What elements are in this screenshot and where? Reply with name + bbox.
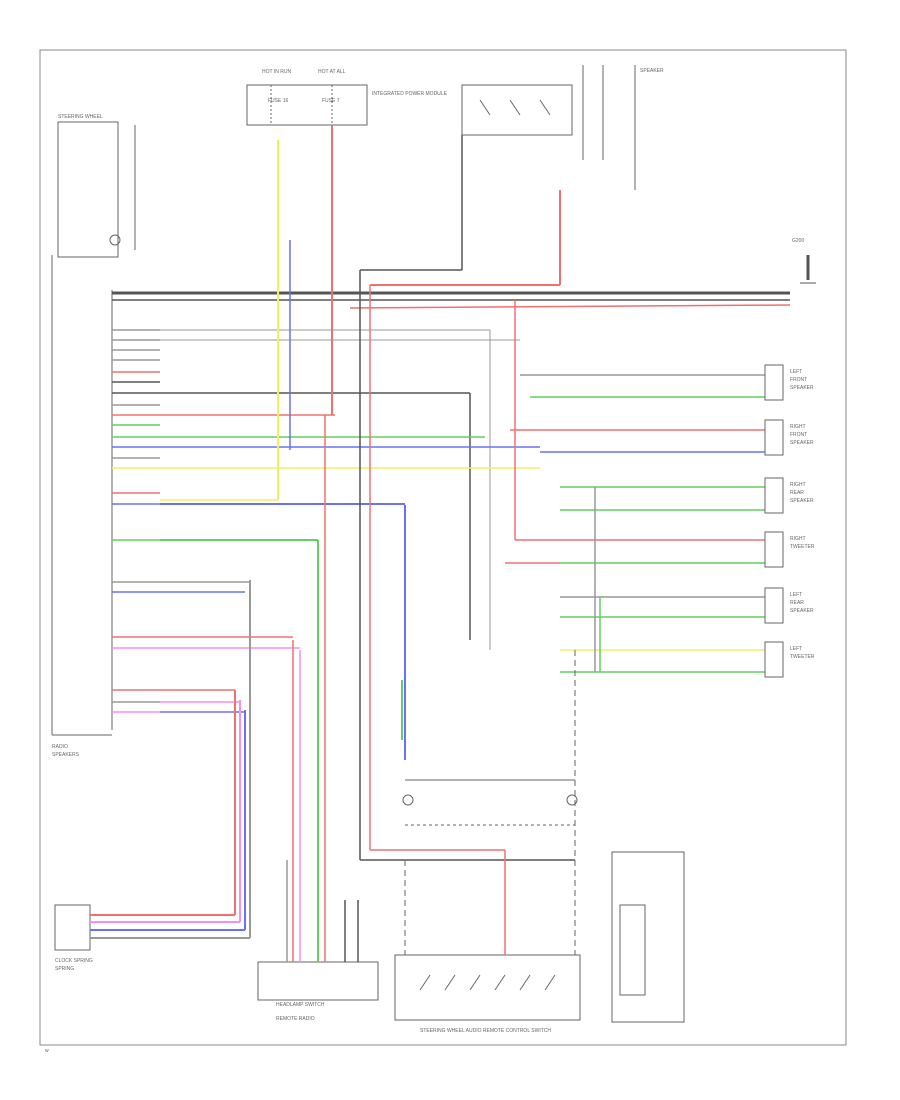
fuse-block-label: INTEGRATED POWER MODULE [372, 91, 448, 97]
headlamp-switch-sub: REMOTE RADIO [276, 1016, 315, 1022]
ground-label: G200 [792, 238, 804, 244]
speaker-label: SPEAKER [790, 440, 814, 446]
wire-group [112, 300, 765, 713]
radio-label: RADIO [52, 744, 68, 750]
headlamp-switch-label: HEADLAMP SWITCH [276, 1002, 325, 1008]
speaker-4 [764, 587, 784, 624]
speaker-group: LEFT FRONT SPEAKER RIGHT FRONT SPEAKER RIGHT RE… [764, 364, 815, 678]
right-bottom-comp [611, 851, 685, 1023]
footer-mark: w [45, 1048, 49, 1054]
speaker-2 [764, 477, 784, 514]
left-switch-label: STEERING WHEEL [58, 114, 103, 120]
wire-red-top [349, 304, 791, 309]
fuse-block: HOT IN RUN HOT AT ALL FUSE 16 FUSE 7 INT… [246, 69, 448, 126]
left-switch [57, 121, 136, 258]
headlamp-switch [257, 961, 379, 1001]
speaker-label: TWEETER [790, 654, 815, 660]
right-top-label: SPEAKER [640, 68, 664, 74]
fuse-a-label: HOT IN RUN [262, 69, 291, 75]
remote-switch [394, 954, 581, 1021]
fuse-a: FUSE 16 [268, 98, 289, 104]
diagram-frame [39, 49, 847, 1046]
top-switch-group [461, 65, 636, 190]
speaker-label: RIGHT [790, 536, 806, 542]
speaker-label: REAR [790, 600, 804, 606]
fuse-b: FUSE 7 [322, 98, 340, 104]
speaker-label: LEFT [790, 369, 802, 375]
speaker-label: LEFT [790, 646, 802, 652]
speaker-0 [764, 364, 784, 401]
radio-sub-label: SPEAKERS [52, 752, 80, 758]
clock-spring-label: CLOCK SPRING [55, 958, 93, 964]
radio-connector [51, 255, 113, 736]
lower-ground-box [402, 650, 578, 955]
speaker-label: SPEAKER [790, 385, 814, 391]
speaker-label: LEFT [790, 592, 802, 598]
remote-switch-label: STEERING WHEEL AUDIO REMOTE CONTROL SWIT… [420, 1028, 551, 1034]
fuse-b-label: HOT AT ALL [318, 69, 346, 75]
ground-symbol [800, 255, 816, 284]
speaker-label: SPEAKER [790, 608, 814, 614]
speaker-3 [764, 531, 784, 568]
speaker-label: TWEETER [790, 544, 815, 550]
speaker-label: FRONT [790, 377, 807, 383]
speaker-label: RIGHT [790, 424, 806, 430]
speaker-1 [764, 419, 784, 456]
speaker-label: RIGHT [790, 482, 806, 488]
speaker-label: SPEAKER [790, 498, 814, 504]
clock-spring-sub: SPRING [55, 966, 74, 972]
clock-spring [54, 904, 91, 951]
speaker-5 [764, 641, 784, 678]
speaker-label: FRONT [790, 432, 807, 438]
speaker-label: REAR [790, 490, 804, 496]
